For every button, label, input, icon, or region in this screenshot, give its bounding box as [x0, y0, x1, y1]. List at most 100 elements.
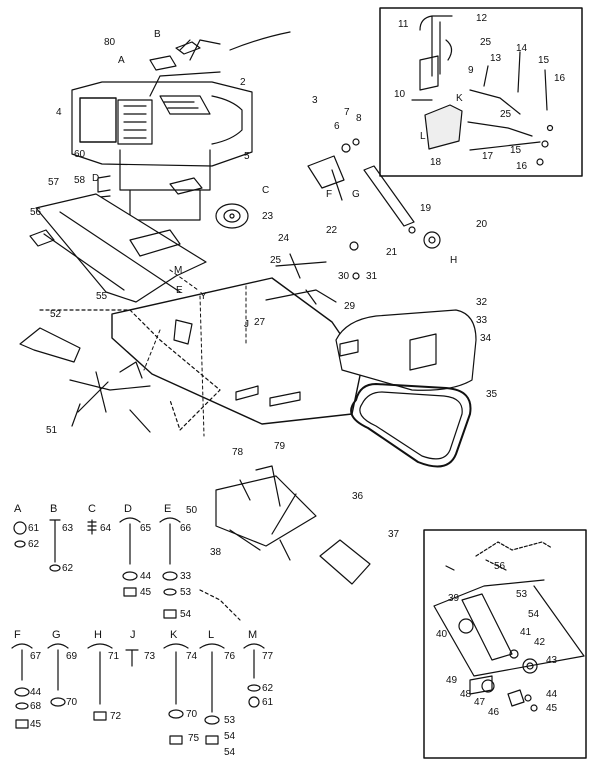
letter-B: B	[154, 29, 161, 40]
callout-61b: 61	[262, 697, 274, 708]
engine	[71, 31, 291, 221]
control-linkage	[265, 138, 441, 305]
callout-78: 78	[232, 447, 244, 458]
inset-tine-drive	[423, 529, 587, 759]
hardware-group-L: L	[208, 629, 215, 641]
callout-53: 53	[516, 589, 528, 600]
callout-74: 74	[186, 651, 198, 662]
letter-G: G	[352, 189, 360, 200]
callout-33: 33	[476, 315, 488, 326]
callout-52: 52	[50, 309, 62, 320]
callout-41: 41	[520, 627, 532, 638]
letter-Y: Y	[200, 291, 207, 302]
hardware-group-C: C	[88, 503, 96, 515]
callout-57: 57	[48, 177, 60, 188]
callout-70: 70	[66, 697, 78, 708]
letter-M: M	[174, 265, 183, 276]
hardware-group-M: M	[248, 629, 258, 641]
tines-left	[19, 309, 221, 433]
callout-43: 43	[546, 655, 558, 666]
callout-23: 23	[262, 211, 274, 222]
callout-67: 67	[30, 651, 42, 662]
callout-62c: 62	[262, 683, 274, 694]
callout-44: 44	[140, 571, 152, 582]
callout-73: 73	[144, 651, 156, 662]
callout-15: 15	[538, 55, 550, 66]
callout-30: 30	[338, 271, 350, 282]
pulley	[169, 177, 249, 229]
callout-25: 25	[270, 255, 282, 266]
callout-61: 61	[28, 523, 40, 534]
hardware-group-D: D	[124, 503, 132, 515]
callout-42: 42	[534, 637, 546, 648]
callout-14: 14	[516, 43, 528, 54]
letter-E: E	[176, 285, 183, 296]
callout-27: 27	[254, 317, 266, 328]
hardware-group-J: J	[130, 629, 136, 641]
callout-56: 56	[30, 207, 42, 218]
callout-24: 24	[278, 233, 290, 244]
callout-54: 54	[528, 609, 540, 620]
callout-29: 29	[344, 301, 356, 312]
inset-handle-controls	[379, 7, 583, 177]
callout-45b: 45	[30, 719, 42, 730]
callout-68: 68	[30, 701, 42, 712]
callout-20: 20	[476, 219, 488, 230]
hardware-group-H: H	[94, 629, 102, 641]
letter-J: J	[244, 319, 249, 330]
letter-F: F	[326, 189, 333, 200]
callout-63: 63	[62, 523, 74, 534]
callout-72: 72	[110, 711, 122, 722]
callout-25c: 25	[500, 109, 512, 120]
hardware-group-B: B	[50, 503, 58, 515]
callout-64: 64	[100, 523, 112, 534]
callout-22: 22	[326, 225, 338, 236]
callout-75: 75	[188, 733, 200, 744]
callout-66: 66	[180, 523, 192, 534]
tine-shield	[111, 277, 363, 425]
callout-76: 76	[224, 651, 236, 662]
letter-L: L	[420, 131, 426, 142]
callout-39: 39	[448, 593, 460, 604]
callout-49: 49	[446, 675, 458, 686]
callout-3: 3	[312, 95, 318, 106]
hardware-group-E: E	[164, 503, 172, 515]
callout-45: 45	[140, 587, 152, 598]
callout-62b: 62	[62, 563, 74, 574]
letter-K: K	[456, 93, 463, 104]
hardware-group-K: K	[170, 629, 178, 641]
callout-4: 4	[56, 107, 62, 118]
callout-45: 45	[546, 703, 558, 714]
callout-17: 17	[482, 151, 494, 162]
callout-40: 40	[436, 629, 448, 640]
letter-H: H	[450, 255, 458, 266]
callout-18: 18	[430, 157, 442, 168]
callout-5: 5	[244, 151, 250, 162]
letter-C: C	[262, 185, 270, 196]
callout-55: 55	[96, 291, 108, 302]
callout-56b: 56	[494, 561, 506, 572]
callout-6: 6	[334, 121, 340, 132]
callout-38: 38	[210, 547, 222, 558]
callout-48: 48	[460, 689, 472, 700]
callout-36: 36	[352, 491, 364, 502]
callout-58: 58	[74, 175, 86, 186]
hardware-group-A: A	[14, 503, 22, 515]
callout-9: 9	[468, 65, 474, 76]
callout-60: 60	[74, 149, 86, 160]
callout-32: 32	[476, 297, 488, 308]
callout-35: 35	[486, 389, 498, 400]
callout-77: 77	[262, 651, 274, 662]
callout-7: 7	[344, 107, 350, 118]
letter-D: D	[92, 173, 100, 184]
tines-right	[199, 465, 371, 621]
callout-70b: 70	[186, 709, 198, 720]
callout-51: 51	[46, 425, 58, 436]
callout-71: 71	[108, 651, 120, 662]
callout-79: 79	[274, 441, 286, 452]
callout-19: 19	[420, 203, 432, 214]
callout-47: 47	[474, 697, 486, 708]
leader-lines	[143, 269, 247, 437]
